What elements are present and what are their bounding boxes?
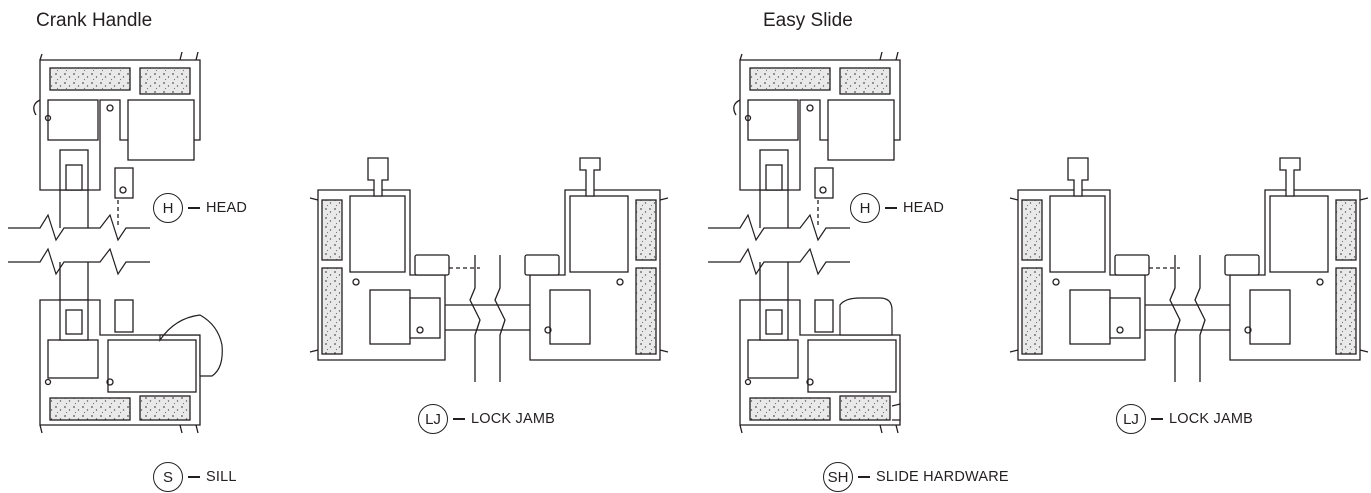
- callout-dash: [1151, 418, 1163, 420]
- callout-sill: S SILL: [153, 462, 237, 492]
- callout-bubble: S: [153, 462, 183, 492]
- callout-lock-jamb-right: LJ LOCK JAMB: [1116, 404, 1253, 434]
- callout-bubble: SH: [823, 462, 853, 492]
- callout-slide-hardware: SH SLIDE HARDWARE: [823, 462, 1009, 492]
- sill-section-slide: [739, 261, 901, 434]
- callout-dash: [858, 476, 870, 478]
- callout-bubble: LJ: [418, 404, 448, 434]
- callout-bubble: H: [153, 193, 183, 223]
- lockjamb-section-right: [1009, 157, 1369, 383]
- break-line: [708, 247, 850, 276]
- callout-label: LOCK JAMB: [1169, 411, 1253, 427]
- callout-label: HEAD: [903, 200, 945, 216]
- callout-label: SLIDE HARDWARE: [876, 469, 1009, 485]
- callout-dash: [453, 418, 465, 420]
- callout-head-right: H HEAD: [850, 193, 944, 223]
- crank-handle-shape: [159, 314, 223, 377]
- break-line: [708, 213, 850, 242]
- sill-section-crank: [39, 261, 201, 434]
- callout-dash: [885, 207, 897, 209]
- callout-lock-jamb-left: LJ LOCK JAMB: [418, 404, 555, 434]
- break-line: [8, 247, 150, 276]
- slide-hardware-shape: [839, 297, 893, 336]
- callout-label: LOCK JAMB: [471, 411, 555, 427]
- callout-dash: [188, 207, 200, 209]
- callout-bubble: LJ: [1116, 404, 1146, 434]
- callout-label: HEAD: [206, 200, 248, 216]
- break-line: [8, 213, 150, 242]
- lockjamb-section-left: [309, 157, 669, 383]
- callout-bubble: H: [850, 193, 880, 223]
- callout-label: SILL: [206, 469, 237, 485]
- title-crank-handle: Crank Handle: [36, 10, 153, 31]
- callout-dash: [188, 476, 200, 478]
- title-easy-slide: Easy Slide: [763, 10, 853, 31]
- callout-head-left: H HEAD: [153, 193, 247, 223]
